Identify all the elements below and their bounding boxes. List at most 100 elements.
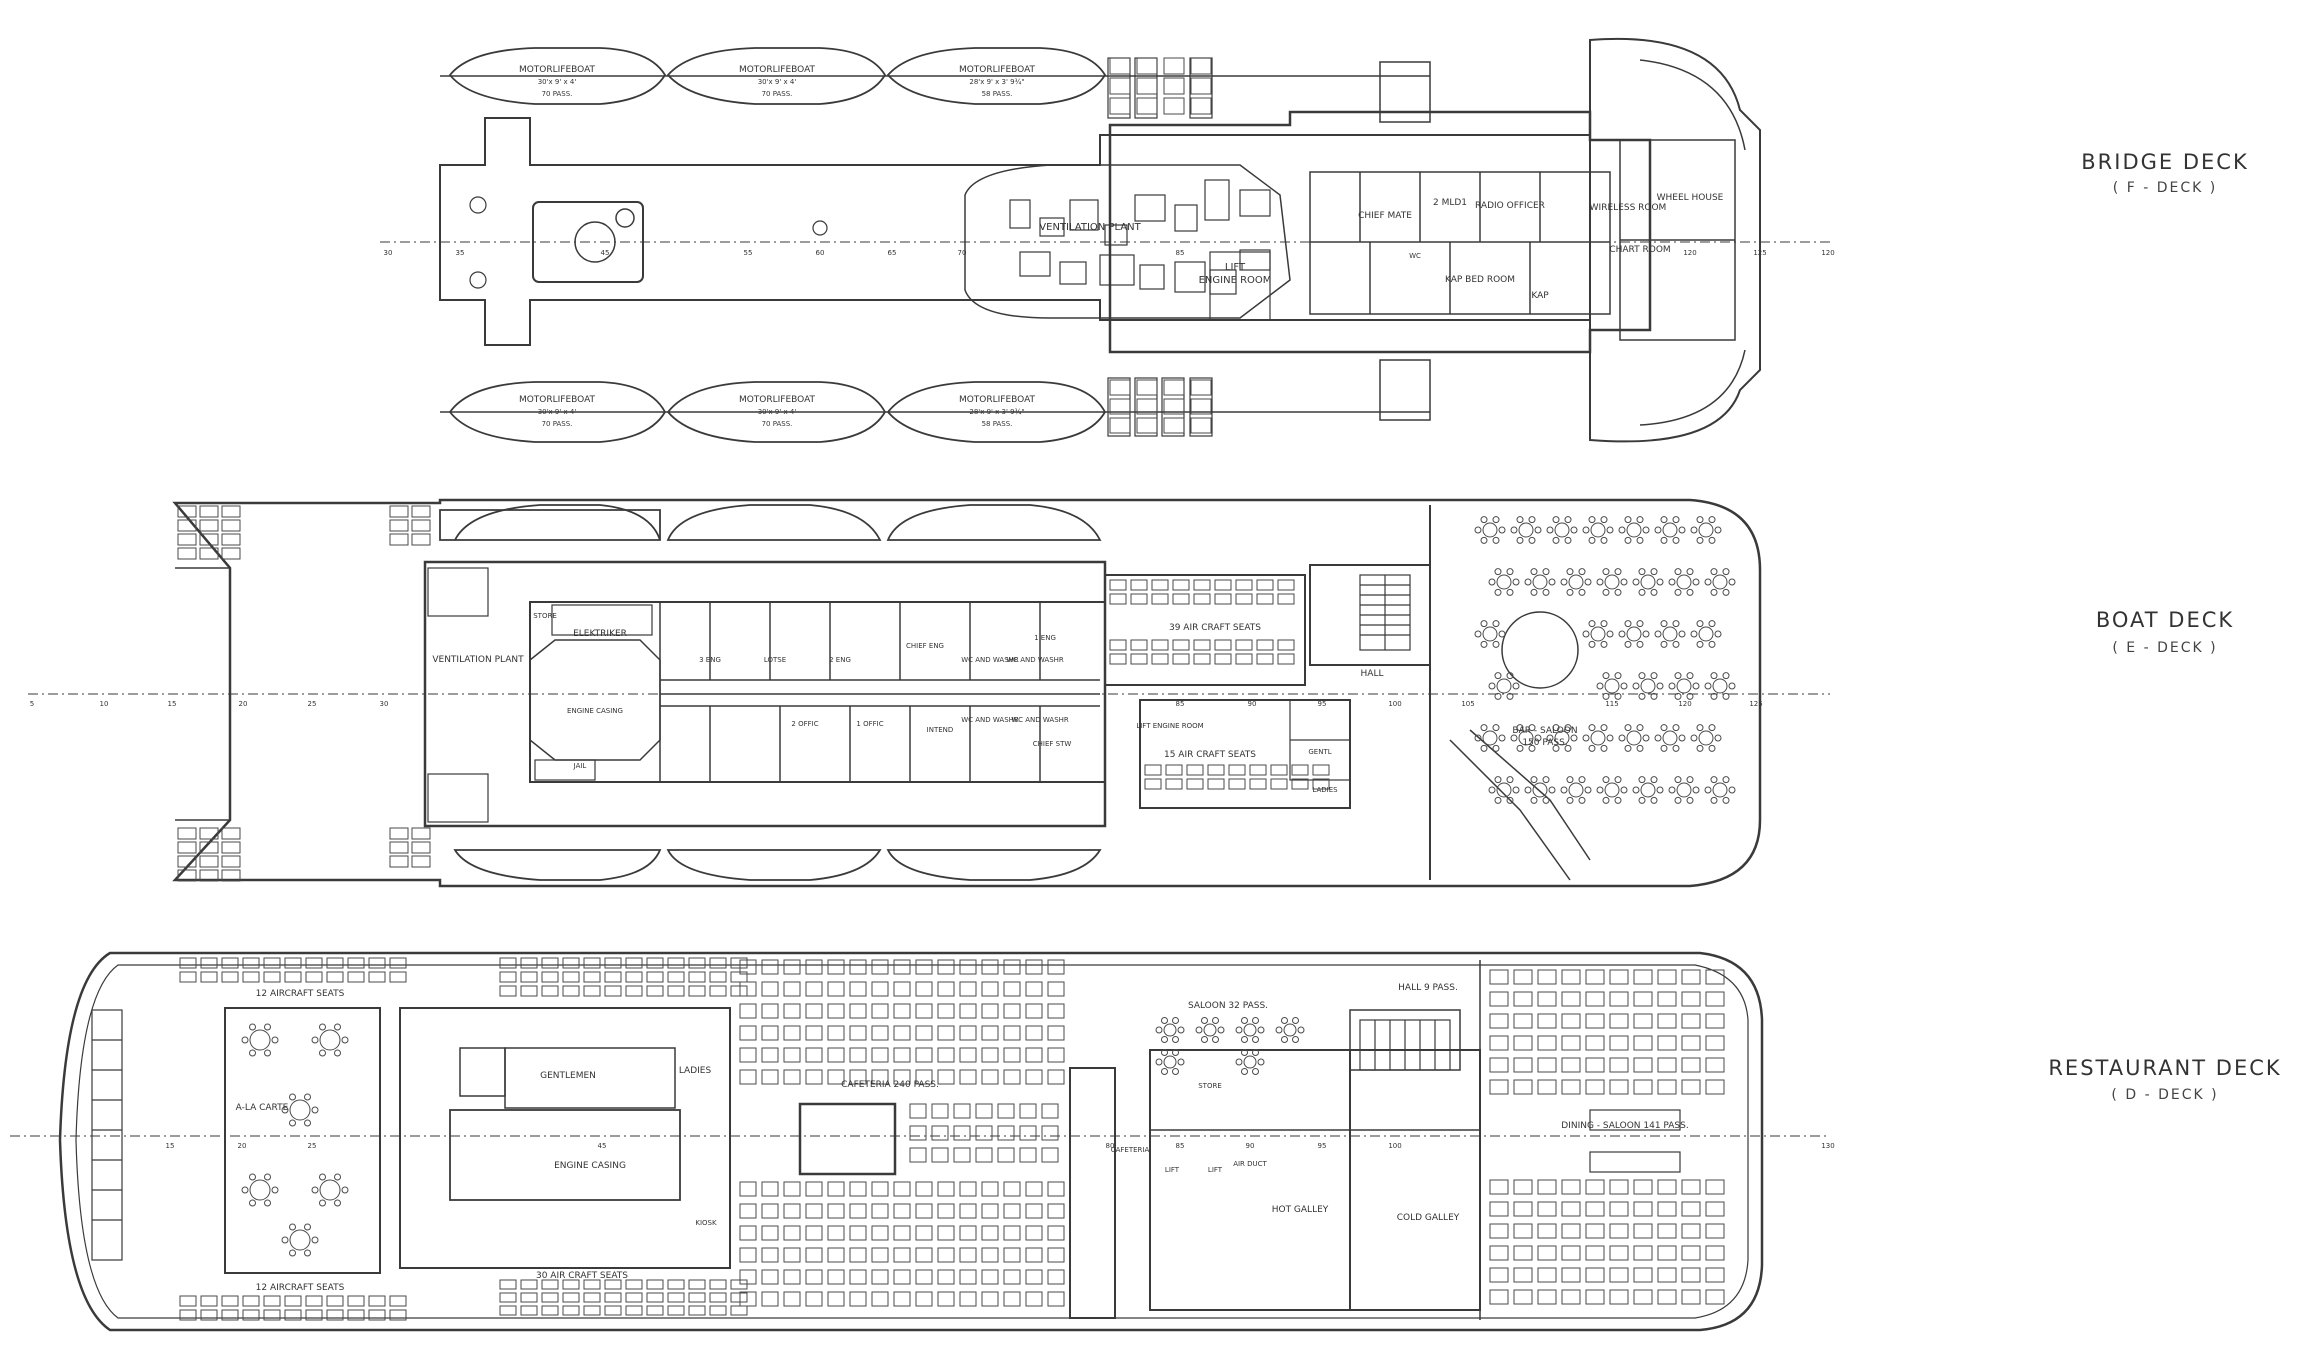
seat	[730, 1292, 748, 1303]
seat	[562, 971, 580, 983]
chair	[1704, 786, 1712, 794]
chair	[271, 1186, 279, 1194]
round-table	[1243, 1023, 1257, 1037]
svg-text:90: 90	[1246, 1142, 1255, 1150]
seat	[893, 1225, 911, 1241]
round-table	[1518, 730, 1534, 746]
seat	[221, 841, 241, 854]
seat	[1136, 97, 1158, 115]
seat	[177, 533, 197, 546]
seat	[541, 1279, 559, 1290]
chair	[1596, 786, 1604, 794]
chair	[1252, 1048, 1259, 1056]
seat	[849, 1025, 867, 1041]
chair	[319, 1023, 326, 1031]
seat	[827, 1003, 845, 1019]
chair	[249, 1049, 256, 1057]
chair	[1710, 776, 1718, 784]
seat	[1561, 1057, 1581, 1073]
chair	[1708, 536, 1716, 544]
seat	[242, 1295, 260, 1307]
seat	[1585, 1267, 1605, 1283]
seat	[347, 1309, 365, 1321]
svg-text:95: 95	[1318, 1142, 1327, 1150]
seat	[1585, 1013, 1605, 1029]
deck-subtitle-bridge: ( F - DECK )	[2112, 180, 2218, 196]
chair	[1602, 776, 1610, 784]
round-table	[1604, 678, 1620, 694]
seat	[1025, 981, 1043, 997]
chair	[1624, 640, 1632, 648]
seat	[667, 985, 685, 997]
chair	[264, 1173, 271, 1181]
round-table	[1554, 730, 1570, 746]
seat	[1633, 1245, 1653, 1261]
chair	[1656, 578, 1664, 586]
seat	[1681, 1201, 1701, 1217]
chair	[1480, 536, 1488, 544]
seat	[739, 1047, 757, 1063]
seat	[1561, 1179, 1581, 1195]
chair	[1710, 568, 1718, 576]
chair	[1728, 786, 1736, 794]
seat	[1489, 1013, 1509, 1029]
seat	[827, 1247, 845, 1263]
chair	[1578, 796, 1586, 804]
seat	[411, 505, 431, 518]
room-air-duct: AIR DUCT	[1233, 1160, 1267, 1168]
seat	[1561, 1035, 1581, 1051]
seat	[959, 1047, 977, 1063]
seat	[1256, 579, 1274, 591]
seat	[199, 841, 219, 854]
svg-text:125: 125	[1753, 249, 1766, 257]
seat	[937, 1047, 955, 1063]
chair	[1624, 516, 1632, 524]
room-gentlemen: GENTLEMEN	[540, 1071, 596, 1081]
boat-deck-plan	[28, 498, 1830, 888]
seat	[1312, 764, 1330, 776]
seat	[915, 1247, 933, 1263]
seat	[1249, 778, 1267, 790]
chair	[1566, 776, 1574, 784]
room-wireless: WIRELESS ROOM	[1590, 203, 1667, 213]
seat	[284, 1295, 302, 1307]
chair	[1636, 536, 1644, 544]
seat	[199, 505, 219, 518]
chair	[1602, 672, 1610, 680]
seat	[827, 1025, 845, 1041]
chair	[1480, 640, 1488, 648]
chair	[1722, 588, 1730, 596]
seat	[1109, 379, 1131, 396]
svg-text:15: 15	[166, 1142, 175, 1150]
seat	[1025, 959, 1043, 975]
seat	[937, 1025, 955, 1041]
seat	[1047, 1247, 1065, 1263]
chair	[1728, 578, 1736, 586]
seat	[761, 1269, 779, 1285]
chair	[1235, 1026, 1243, 1034]
seat	[871, 1269, 889, 1285]
seat	[1190, 57, 1212, 75]
seat	[1513, 1179, 1533, 1195]
chair	[1552, 516, 1560, 524]
lifeboat-dims: 28'x 9' x 3' 9¾"	[969, 408, 1024, 416]
chair	[319, 1173, 326, 1181]
chair	[1512, 578, 1520, 586]
seat	[1047, 1269, 1065, 1285]
chair	[1686, 692, 1694, 700]
chair	[1614, 672, 1622, 680]
seat	[915, 1225, 933, 1241]
chair	[1614, 796, 1622, 804]
seat	[1561, 1267, 1581, 1283]
seat	[1681, 1057, 1701, 1073]
seat	[1489, 1179, 1509, 1195]
seat	[177, 855, 197, 868]
chair	[1494, 672, 1502, 680]
seat	[1109, 57, 1131, 75]
svg-text:20: 20	[239, 700, 248, 708]
round-table	[1163, 1023, 1177, 1037]
svg-text:100: 100	[1388, 1142, 1401, 1150]
chair	[311, 1106, 319, 1114]
chair	[1297, 1026, 1305, 1034]
round-table	[1482, 730, 1498, 746]
